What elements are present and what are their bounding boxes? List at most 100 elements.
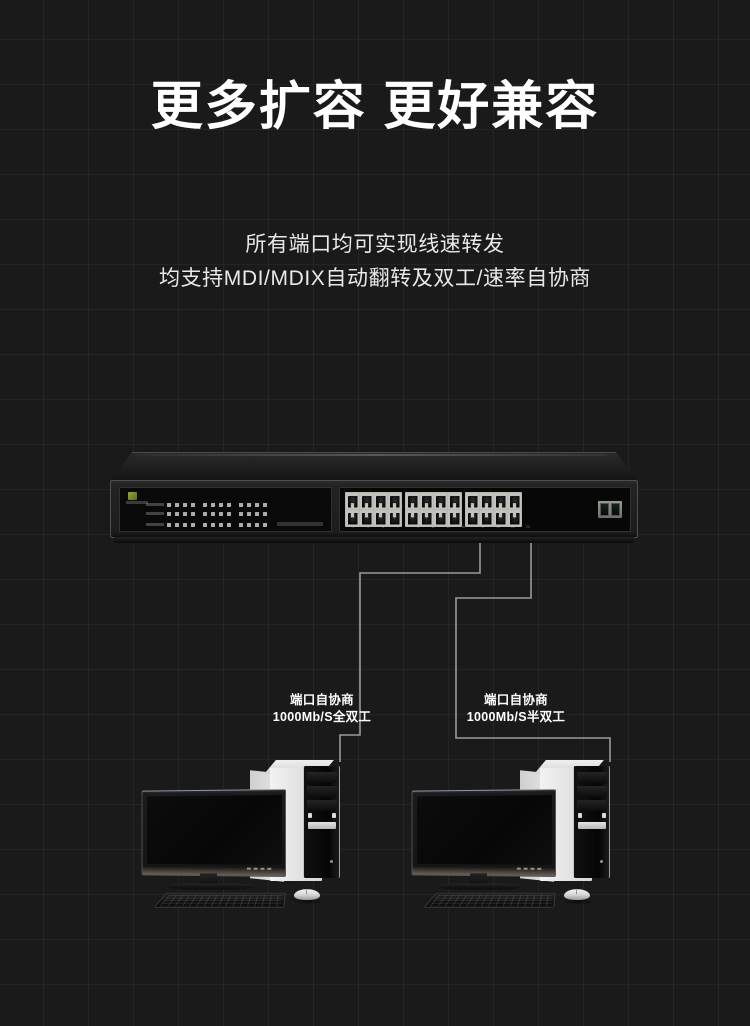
drive-bay — [577, 786, 607, 797]
rj45-port-group — [405, 492, 462, 527]
rj45-port — [508, 493, 521, 509]
rj45-port — [388, 510, 401, 526]
desktop-computer-right — [402, 757, 632, 917]
computer-monitor — [134, 789, 286, 891]
drive-bay — [307, 786, 337, 797]
mouse-shadow — [292, 897, 324, 905]
sfp-slot — [600, 503, 609, 516]
port-number: 5 — [382, 525, 384, 529]
audio-port-icon — [602, 813, 606, 818]
rj45-port — [420, 510, 433, 526]
switch-model-text — [277, 522, 323, 526]
keyboard — [153, 892, 286, 908]
rj45-port — [346, 493, 359, 509]
rj45-port — [494, 510, 507, 526]
keyboard — [423, 892, 556, 908]
led-row-label — [146, 512, 164, 515]
led-row — [146, 530, 275, 531]
mouse — [293, 889, 321, 901]
switch-top-cover — [110, 452, 638, 482]
rj45-port — [360, 510, 373, 526]
sfp-port-cage — [598, 501, 622, 518]
network-switch-device: 1 3 5 7 9 11 13 15 17 19 21 — [110, 452, 638, 544]
rj45-port — [374, 493, 387, 509]
rj45-port-group — [465, 492, 522, 527]
audio-port-icon — [332, 813, 336, 818]
drive-bay — [577, 800, 607, 811]
led-row — [146, 501, 275, 508]
rj45-port — [406, 493, 419, 509]
page-title: 更多扩容 更好兼容 — [150, 78, 600, 136]
drive-bay — [307, 772, 337, 783]
page-subtitle: 所有端口均可实现线速转发 均支持MDI/MDIX自动翻转及双工/速率自协商 — [0, 228, 750, 296]
desktop-computer-left — [132, 757, 362, 917]
front-panel-strip — [578, 822, 606, 829]
port-number-row-bottom: 1 3 5 7 9 11 13 15 17 19 21 — [346, 525, 538, 529]
drive-bay — [307, 800, 337, 811]
drive-bay — [577, 772, 607, 783]
callout-left-line-2: 1000Mb/S全双工 — [272, 710, 372, 724]
port-number: 13 — [446, 525, 450, 529]
monitor-buttons — [516, 867, 542, 870]
callout-right-line-2: 1000Mb/S半双工 — [466, 710, 566, 724]
switch-base — [114, 537, 634, 543]
tower-front-bezel — [573, 766, 610, 878]
mouse — [563, 889, 591, 901]
rj45-port — [406, 510, 419, 526]
computer-monitor — [404, 789, 556, 891]
monitor-buttons — [246, 867, 272, 870]
port-number: 1 — [352, 525, 354, 529]
switch-front-face: 1 3 5 7 9 11 13 15 17 19 21 — [110, 480, 638, 538]
rj45-port — [346, 510, 359, 526]
port-number: 3 — [367, 525, 369, 529]
monitor-frame — [141, 789, 286, 877]
power-led-icon — [600, 860, 603, 863]
rj45-port — [388, 493, 401, 509]
rj45-port — [434, 510, 447, 526]
wire-right — [455, 535, 611, 762]
led-row — [146, 510, 275, 517]
rj45-port — [480, 510, 493, 526]
computer-tower — [520, 760, 612, 883]
port-number: 9 — [417, 525, 419, 529]
subtitle-line-1: 所有端口均可实现线速转发 — [245, 233, 505, 256]
port-number: 19 — [496, 525, 500, 529]
led-row — [146, 521, 275, 528]
rj45-port — [374, 510, 387, 526]
rj45-port — [466, 510, 479, 526]
rj45-port — [448, 493, 461, 509]
rj45-port-bank — [345, 492, 522, 527]
monitor-screen — [147, 795, 283, 865]
rj45-port — [434, 493, 447, 509]
callout-left-line-1: 端口自协商 — [289, 693, 354, 707]
mouse-shadow — [562, 897, 594, 905]
tower-front-bezel — [303, 766, 340, 878]
port-number: 23 — [526, 525, 530, 529]
monitor-stand-base — [165, 883, 255, 890]
port-number: 21 — [511, 525, 515, 529]
monitor-screen — [417, 795, 553, 865]
callout-label-left: 端口自协商 1000Mb/S全双工 — [258, 692, 386, 726]
switch-port-panel: 1 3 5 7 9 11 13 15 17 19 21 — [339, 487, 631, 532]
rj45-port — [420, 493, 433, 509]
rj45-port — [494, 493, 507, 509]
monitor-frame — [411, 789, 556, 877]
brand-logo-icon — [128, 492, 137, 500]
callout-label-right: 端口自协商 1000Mb/S半双工 — [452, 692, 580, 726]
subtitle-line-2: 均支持MDI/MDIX自动翻转及双工/速率自协商 — [158, 267, 592, 290]
front-panel-strip — [308, 822, 336, 829]
port-number: 15 — [461, 525, 465, 529]
brand-wordmark — [126, 501, 148, 504]
rj45-port — [466, 493, 479, 509]
usb-port-icon — [578, 813, 582, 818]
port-number: 7 — [397, 525, 399, 529]
port-number: 17 — [481, 525, 485, 529]
led-row-label — [146, 503, 164, 506]
sfp-slot — [611, 503, 620, 516]
rj45-port — [360, 493, 373, 509]
led-indicator-grid — [146, 501, 275, 531]
port-number: 11 — [431, 525, 435, 529]
usb-port-icon — [308, 813, 312, 818]
callout-right-line-1: 端口自协商 — [483, 693, 548, 707]
